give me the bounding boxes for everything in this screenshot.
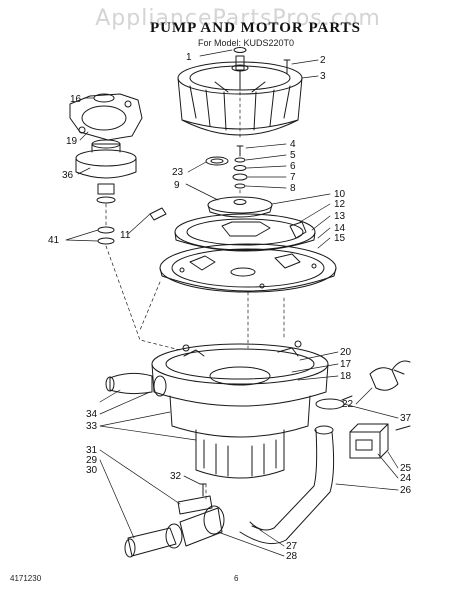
part-25-screw bbox=[395, 425, 411, 431]
callout-24: 24 bbox=[400, 473, 412, 484]
callout-3: 3 bbox=[320, 71, 326, 82]
callout-14: 14 bbox=[334, 223, 346, 234]
footer-part-code: 4171230 bbox=[10, 574, 42, 583]
callout-13: 13 bbox=[334, 211, 346, 222]
part-7-seal bbox=[232, 173, 248, 181]
callout-37: 37 bbox=[400, 413, 412, 424]
callout-16: 16 bbox=[70, 94, 82, 105]
callout-30: 30 bbox=[86, 465, 98, 476]
footer-page-number: 6 bbox=[234, 574, 239, 583]
callout-15: 15 bbox=[334, 233, 346, 244]
hose-connector-drawing bbox=[109, 372, 153, 395]
callout-6: 6 bbox=[290, 161, 296, 172]
callout-29: 29 bbox=[86, 455, 98, 466]
callout-25: 25 bbox=[400, 463, 412, 474]
callout-41: 41 bbox=[48, 235, 60, 246]
callout-10: 10 bbox=[334, 189, 346, 200]
watermark: AppliancePartsPros.com bbox=[95, 6, 381, 31]
callout-11: 11 bbox=[120, 230, 131, 241]
callout-9: 9 bbox=[174, 180, 180, 191]
callout-numbers: 1 2 3 4 5 6 7 8 9 10 11 12 13 14 15 16 1… bbox=[48, 52, 412, 562]
callout-27: 27 bbox=[286, 541, 298, 552]
chopper-assembly-drawing bbox=[75, 139, 137, 204]
callout-32: 32 bbox=[170, 471, 182, 482]
callout-34: 34 bbox=[86, 409, 98, 420]
part-32-screw bbox=[199, 483, 207, 497]
pump-base-plate-drawing bbox=[159, 243, 337, 293]
pump-housing-drawing bbox=[151, 340, 329, 479]
part-5-washer bbox=[234, 157, 246, 163]
part-27-screw bbox=[251, 525, 263, 531]
gasket-drawing bbox=[69, 93, 143, 141]
callout-17: 17 bbox=[340, 359, 352, 370]
callout-4: 4 bbox=[290, 139, 296, 150]
callout-33: 33 bbox=[86, 421, 98, 432]
model-subtitle: For Model: KUDS220T0 bbox=[198, 38, 295, 48]
callout-22: 22 bbox=[342, 399, 354, 410]
callout-1: 1 bbox=[186, 52, 192, 63]
solenoid-drawing bbox=[349, 423, 389, 459]
callout-8: 8 bbox=[290, 183, 296, 194]
impeller-drawing bbox=[207, 196, 273, 218]
drain-hose-drawing bbox=[239, 425, 335, 545]
part-8-ring bbox=[234, 183, 246, 189]
callout-7: 7 bbox=[290, 172, 296, 183]
callout-28: 28 bbox=[286, 551, 298, 562]
drain-valve-drawing bbox=[124, 495, 225, 558]
part-1-nut bbox=[233, 47, 247, 53]
callout-5: 5 bbox=[290, 150, 296, 161]
callout-36: 36 bbox=[62, 170, 74, 181]
callout-31: 31 bbox=[86, 445, 98, 456]
part-4-screw bbox=[236, 145, 244, 157]
callout-12: 12 bbox=[334, 199, 346, 210]
pump-plate-drawing bbox=[174, 213, 316, 252]
sensor-drawing bbox=[369, 360, 411, 391]
diagram-title: PUMP AND MOTOR PARTS bbox=[150, 20, 362, 36]
part-6-washer bbox=[233, 165, 247, 171]
part-2-screw bbox=[283, 59, 291, 75]
callout-26: 26 bbox=[400, 485, 412, 496]
callout-18: 18 bbox=[340, 371, 352, 382]
callout-2: 2 bbox=[320, 55, 326, 66]
callout-19: 19 bbox=[66, 136, 78, 147]
callout-20: 20 bbox=[340, 347, 352, 358]
callout-23: 23 bbox=[172, 167, 184, 178]
